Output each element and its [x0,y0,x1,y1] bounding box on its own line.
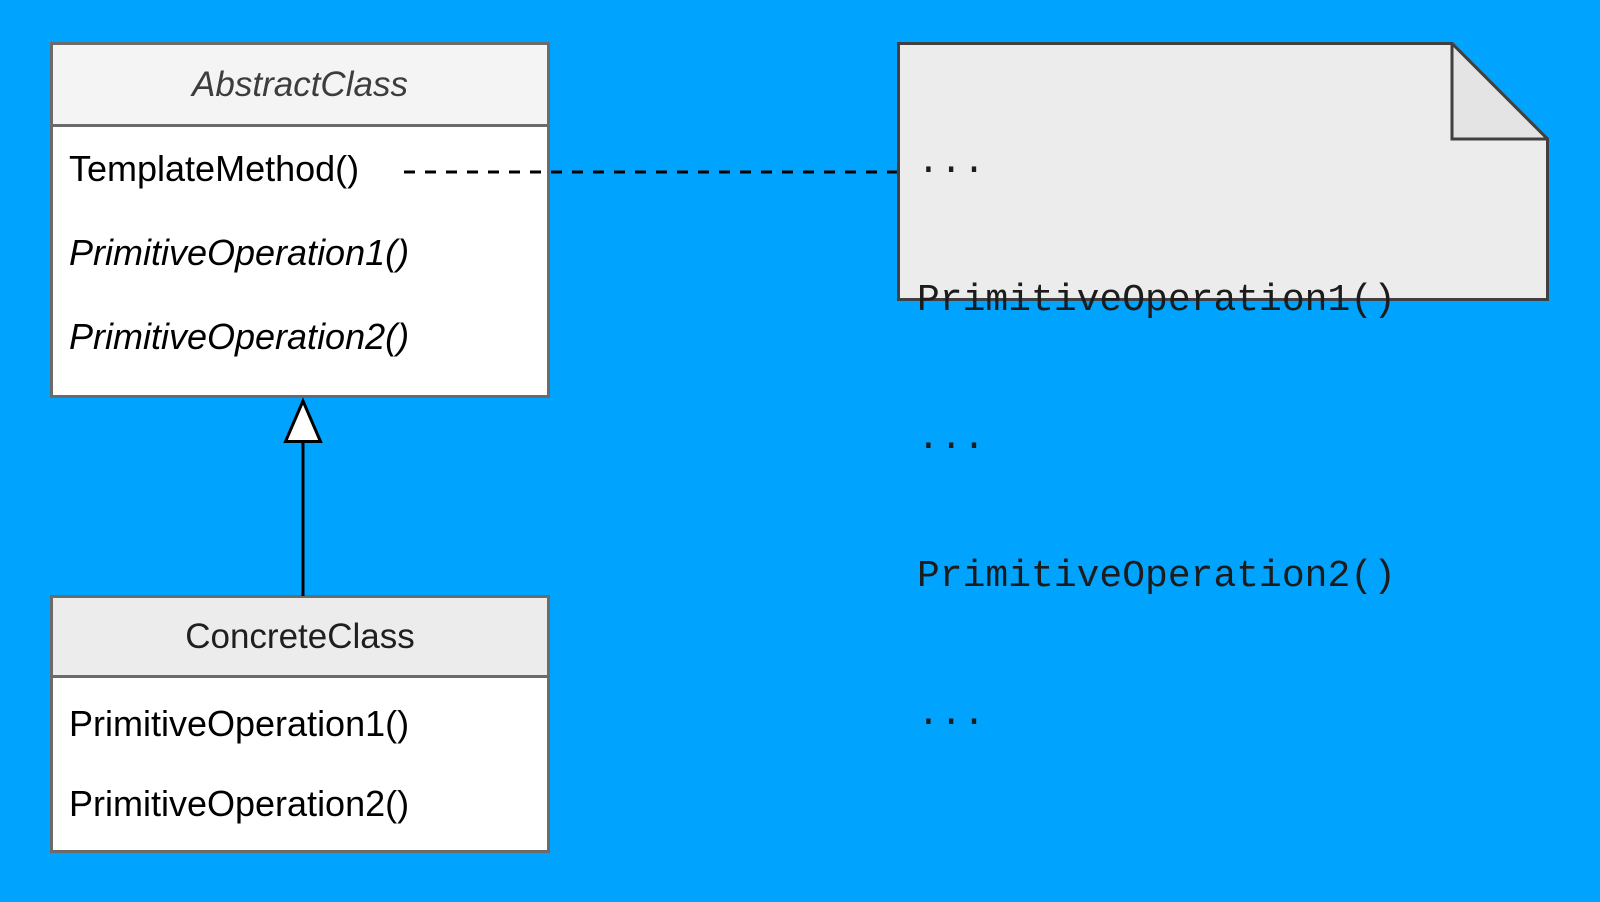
method-primitive-operation-1: PrimitiveOperation1() [69,232,410,273]
uml-note: ... PrimitiveOperation1() ... PrimitiveO… [897,42,1549,736]
concrete-class-header: ConcreteClass [53,598,547,678]
method-primitive-operation-2: PrimitiveOperation2() [69,783,410,824]
note-line: ... [917,417,986,460]
concrete-class-title: ConcreteClass [185,616,415,656]
concrete-class-box: ConcreteClass PrimitiveOperation1() Prim… [50,595,550,853]
abstract-class-box: AbstractClass TemplateMethod() Primitive… [50,42,550,398]
note-text: ... PrimitiveOperation1() ... PrimitiveO… [917,48,1396,830]
note-line: ... [917,141,986,184]
note-line: PrimitiveOperation1() [917,279,1396,322]
abstract-class-title: AbstractClass [192,64,408,104]
note-line: ... [917,693,986,736]
inheritance-arrowhead-icon [283,397,323,443]
abstract-class-methods: TemplateMethod() PrimitiveOperation1() P… [53,127,547,379]
note-fold-corner-icon [1450,42,1549,141]
note-shape-icon [897,42,1549,301]
note-line: PrimitiveOperation2() [917,555,1396,598]
abstract-class-header: AbstractClass [53,45,547,127]
method-primitive-operation-2: PrimitiveOperation2() [69,316,410,357]
method-primitive-operation-1: PrimitiveOperation1() [69,703,410,744]
method-template-method: TemplateMethod() [69,148,360,189]
concrete-class-methods: PrimitiveOperation1() PrimitiveOperation… [53,678,547,844]
